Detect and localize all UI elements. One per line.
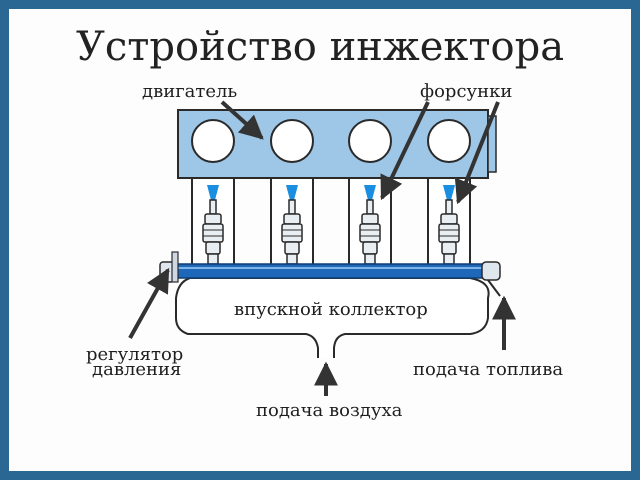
label-intake-manifold: впускной коллектор <box>234 299 428 320</box>
spray-1 <box>207 185 219 200</box>
diagram-title: Устройство инжектора <box>76 24 564 70</box>
label-air-supply: подача воздуха <box>256 400 403 421</box>
spray-3 <box>364 185 376 200</box>
cylinder-4 <box>427 119 471 163</box>
pointer-arrows <box>128 100 516 396</box>
injector-3 <box>359 199 381 265</box>
cylinder-2 <box>270 119 314 163</box>
label-injectors: форсунки <box>420 81 512 102</box>
arrow-pressure-regulator <box>128 267 170 339</box>
cylinder-1 <box>191 119 235 163</box>
label-pressure-regulator-2: давления <box>92 359 181 380</box>
intake-runners <box>191 177 471 271</box>
spray-2 <box>286 185 298 200</box>
arrow-engine <box>220 100 264 140</box>
injector-4 <box>438 199 460 265</box>
engine-block <box>177 109 497 179</box>
cylinder-3 <box>348 119 392 163</box>
fuel-sprays <box>207 185 455 200</box>
injectors <box>202 199 460 265</box>
injector-1 <box>202 199 224 265</box>
spray-4 <box>443 185 455 200</box>
injector-2 <box>281 199 303 265</box>
label-fuel-supply: подача топлива <box>413 359 563 380</box>
label-pressure-regulator-1: регулятор <box>86 344 183 365</box>
fuel-rail <box>159 251 501 297</box>
arrow-injector-4 <box>454 101 500 205</box>
label-engine: двигатель <box>142 81 237 102</box>
arrow-injector-3 <box>380 101 430 201</box>
fuel-inlet-fitting <box>481 261 501 297</box>
